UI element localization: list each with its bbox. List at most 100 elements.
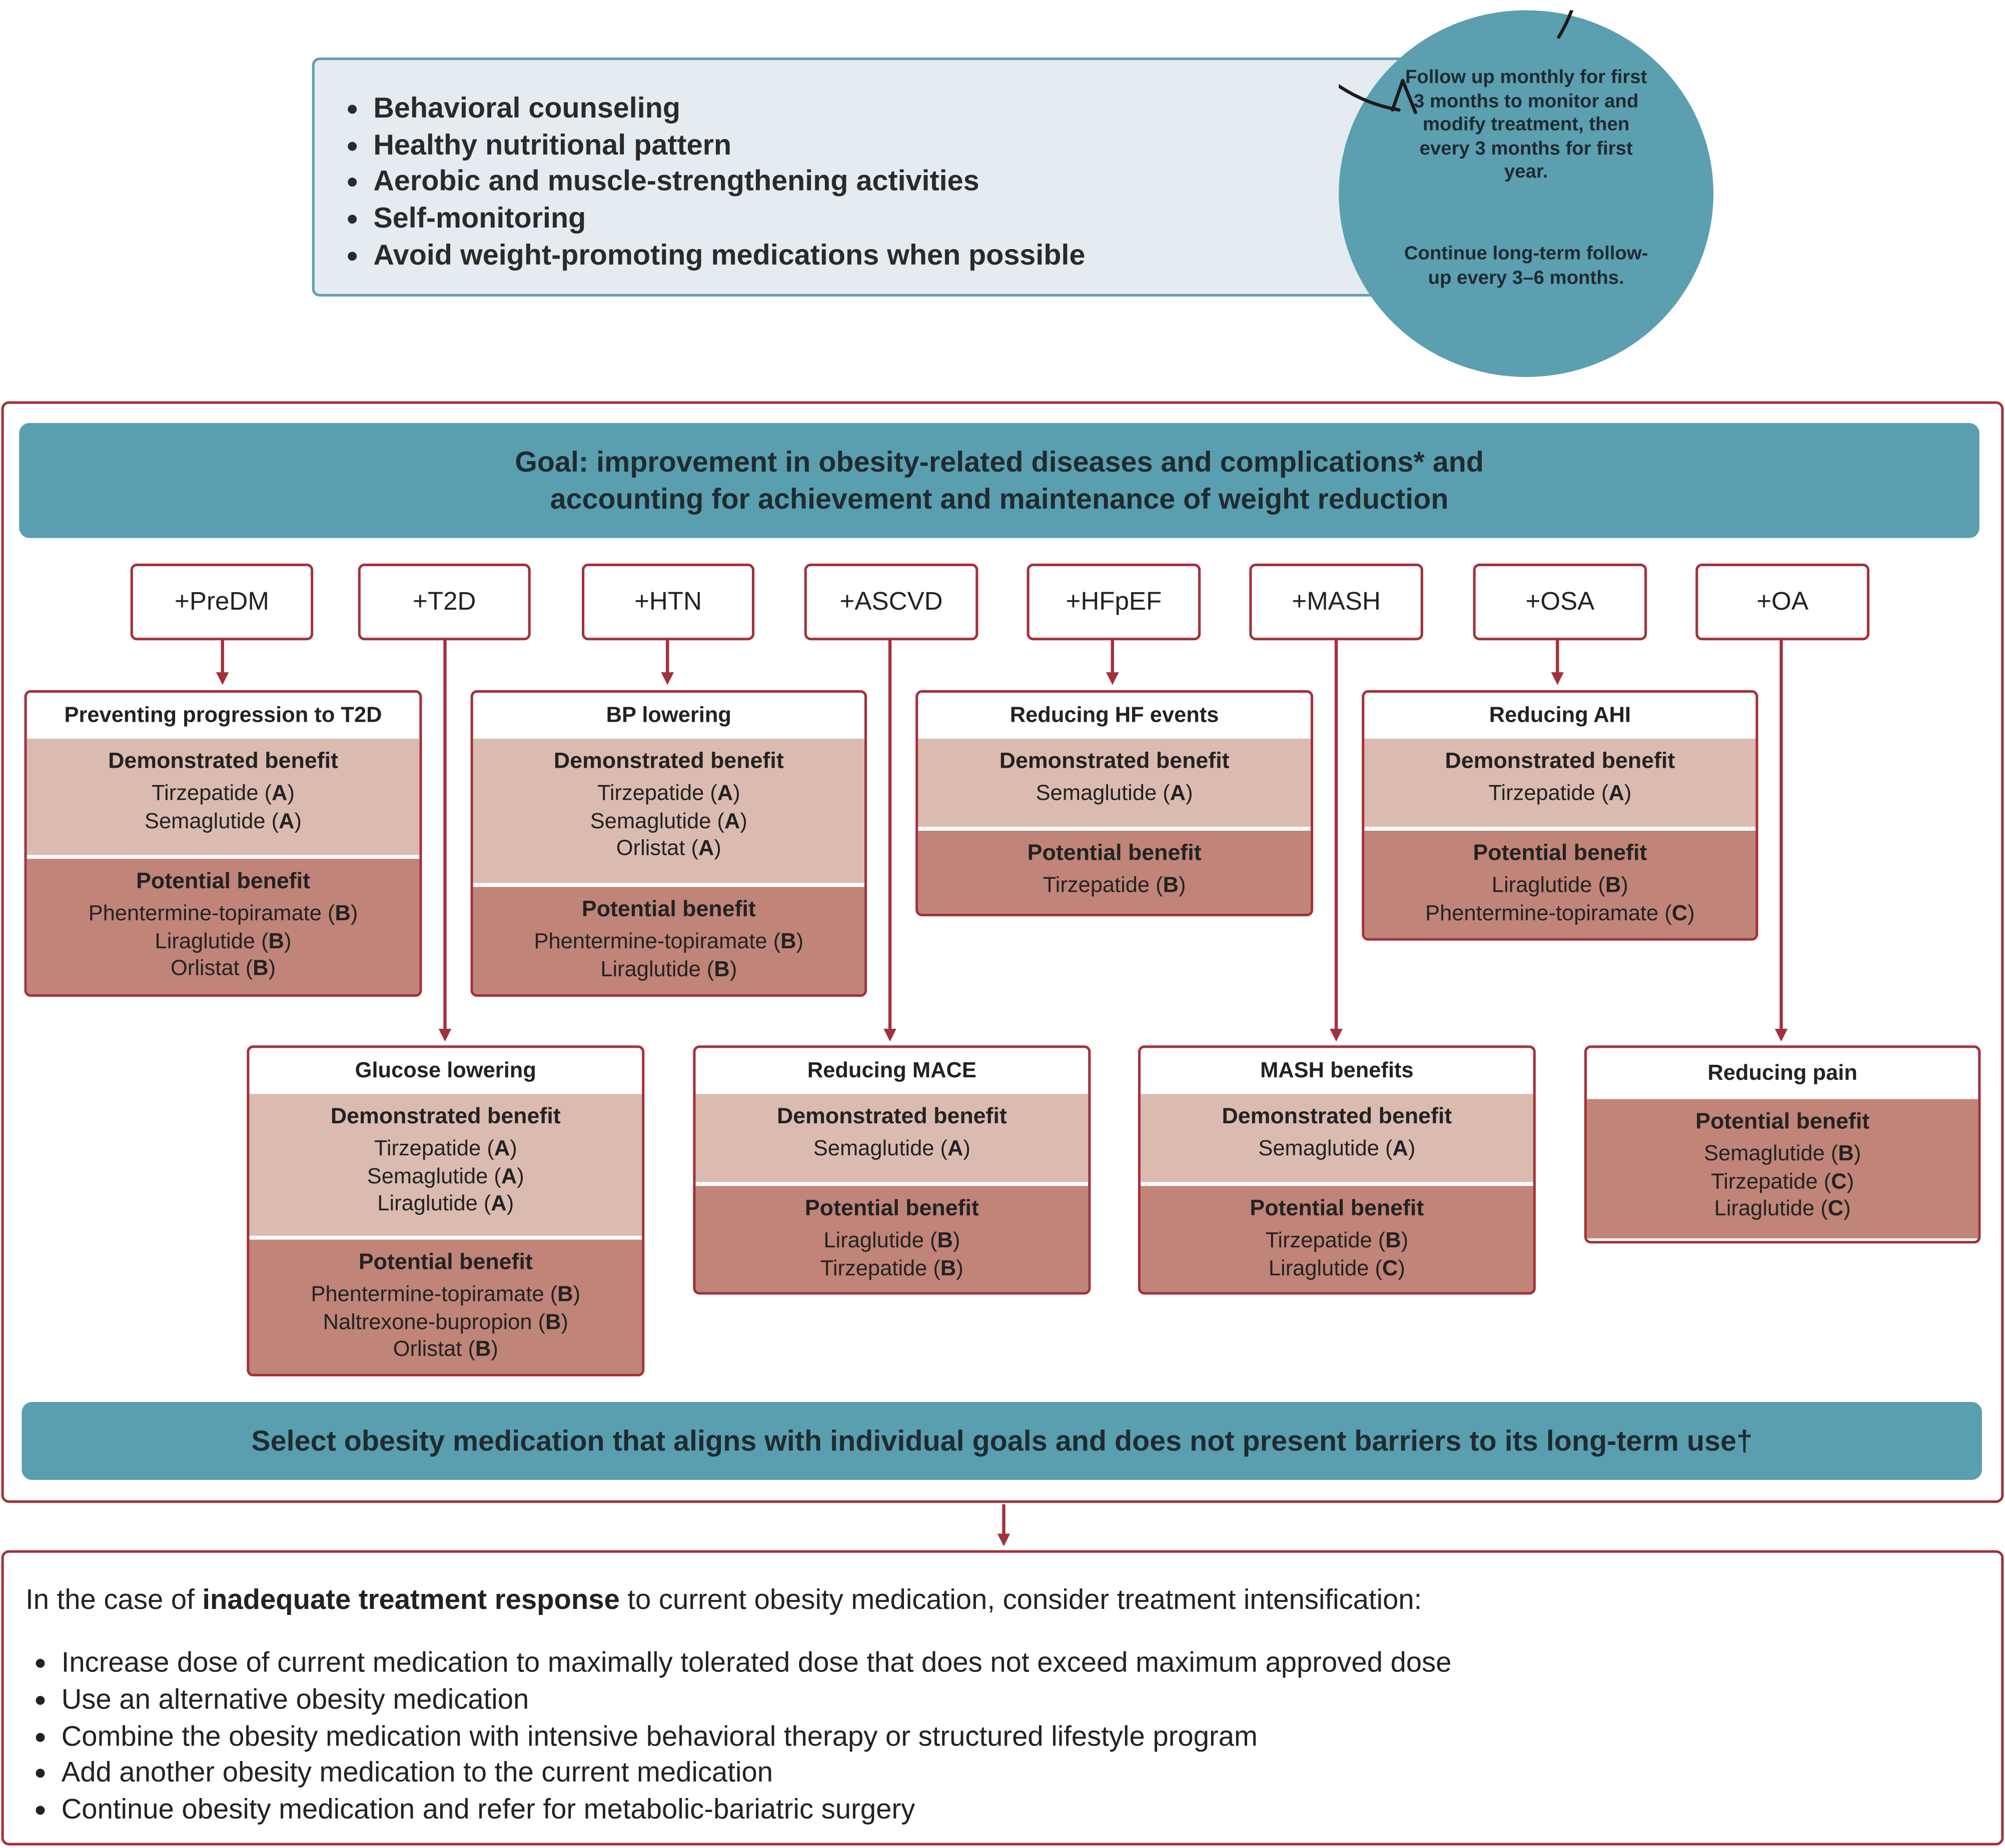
- condition-tag-t2d: +T2D: [358, 563, 531, 641]
- demonstrated-heading: Demonstrated benefit: [1445, 747, 1675, 773]
- drug-line: Semaglutide (A): [367, 1163, 524, 1188]
- potential-section: Potential benefit Liraglutide (B) Phente…: [1364, 830, 1756, 938]
- drug-line: Phentermine-topiramate (B): [534, 929, 804, 954]
- potential-section: Potential benefit Phentermine-topiramate…: [27, 859, 420, 995]
- potential-heading: Potential benefit: [1250, 1195, 1424, 1221]
- drug-line: Phentermine-topiramate (C): [1425, 900, 1695, 925]
- drug-line: Phentermine-topiramate (B): [311, 1281, 581, 1306]
- intensification-intro: In the case of inadequate treatment resp…: [26, 1583, 1422, 1615]
- drug-line: Semaglutide (B): [1704, 1141, 1861, 1166]
- drug-line: Tirzepatide (A): [597, 781, 740, 805]
- drug-line: Liraglutide (B): [1491, 873, 1628, 897]
- drug-line: Tirzepatide (C): [1711, 1168, 1854, 1193]
- outcome-title: Reducing pain: [1707, 1060, 1857, 1085]
- divider: [473, 883, 864, 887]
- lifestyle-item: Healthy nutritional pattern: [373, 128, 1428, 164]
- drug-line: Semaglutide (A): [1036, 781, 1193, 805]
- outcome-title: Reducing MACE: [807, 1058, 976, 1083]
- outcome-title: BP lowering: [606, 703, 732, 727]
- drug-line: Tirzepatide (A): [152, 781, 295, 805]
- drug-line: Liraglutide (C): [1268, 1255, 1405, 1280]
- drug-line: Tirzepatide (A): [1488, 781, 1632, 805]
- potential-heading: Potential benefit: [1695, 1108, 1870, 1134]
- demonstrated-section: Demonstrated benefit Semaglutide (A): [695, 1094, 1089, 1182]
- condition-tag-ascvd: +ASCVD: [804, 563, 978, 641]
- drug-line: Tirzepatide (B): [1265, 1228, 1409, 1253]
- demonstrated-section: Demonstrated benefit Semaglutide (A): [1141, 1094, 1533, 1182]
- drug-line: Semaglutide (A): [1258, 1136, 1416, 1161]
- outcome-box-ascvd: Reducing MACE Demonstrated benefit Semag…: [693, 1045, 1091, 1295]
- drug-line: Orlistat (B): [393, 1336, 498, 1361]
- potential-heading: Potential benefit: [358, 1248, 533, 1274]
- demonstrated-heading: Demonstrated benefit: [108, 747, 338, 773]
- intensification-item: Increase dose of current medication to m…: [62, 1645, 1452, 1682]
- outcome-box-osa: Reducing AHI Demonstrated benefit Tirzep…: [1362, 690, 1758, 941]
- condition-tag-osa: +OSA: [1473, 563, 1647, 641]
- intensification-item: Use an alternative obesity medication: [62, 1681, 1452, 1718]
- condition-tag-hfpef: +HFpEF: [1027, 563, 1201, 641]
- lifestyle-item: Aerobic and muscle-strengthening activit…: [373, 164, 1428, 201]
- demonstrated-heading: Demonstrated benefit: [999, 747, 1230, 773]
- potential-section: Potential benefit Phentermine-topiramate…: [249, 1239, 642, 1374]
- drug-line: Naltrexone-bupropion (B): [323, 1309, 568, 1334]
- followup-circle: Follow up monthly for first 3 months to …: [1339, 10, 1714, 377]
- outcome-title: Preventing progression to T2D: [64, 703, 382, 727]
- lifestyle-list: Behavioral counseling Healthy nutritiona…: [315, 60, 1428, 274]
- drug-line: Semaglutide (A): [813, 1136, 970, 1161]
- followup-text-2: Continue long-term follow-up every 3–6 m…: [1404, 243, 1648, 289]
- drug-line: Phentermine-topiramate (B): [88, 901, 358, 926]
- outcome-title: Glucose lowering: [355, 1058, 536, 1083]
- drug-line: Liraglutide (C): [1714, 1196, 1851, 1221]
- drug-line: Orlistat (B): [170, 956, 276, 980]
- demonstrated-heading: Demonstrated benefit: [776, 1103, 1007, 1129]
- outcome-title: MASH benefits: [1260, 1058, 1414, 1083]
- demonstrated-section: Demonstrated benefit Tirzepatide (A) Sem…: [249, 1094, 642, 1236]
- lifestyle-panel: Behavioral counseling Healthy nutritiona…: [312, 57, 1431, 297]
- potential-section: Potential benefit Phentermine-topiramate…: [473, 887, 864, 995]
- divider: [695, 1182, 1089, 1186]
- intensification-panel: In the case of inadequate treatment resp…: [1, 1550, 2004, 1845]
- outcome-title: Reducing HF events: [1010, 703, 1219, 727]
- drug-line: Liraglutide (B): [823, 1228, 960, 1253]
- outcome-box-hfpef: Reducing HF events Demonstrated benefit …: [915, 690, 1314, 917]
- potential-section: Potential benefit Liraglutide (B) Tirzep…: [695, 1186, 1089, 1292]
- demonstrated-heading: Demonstrated benefit: [1222, 1103, 1452, 1129]
- demonstrated-section: Demonstrated benefit Tirzepatide (A) Sem…: [27, 738, 420, 855]
- drug-line: Liraglutide (A): [377, 1191, 514, 1216]
- divider: [918, 827, 1311, 831]
- demonstrated-section: Demonstrated benefit Tirzepatide (A): [1364, 738, 1756, 827]
- outcome-box-oa: Reducing pain Potential benefit Semaglut…: [1584, 1045, 1981, 1244]
- intensification-item: Continue obesity medication and refer fo…: [62, 1792, 1452, 1829]
- outcome-box-htn: BP lowering Demonstrated benefit Tirzepa…: [470, 690, 867, 997]
- potential-section: Potential benefit Tirzepatide (B): [918, 830, 1311, 914]
- drug-line: Tirzepatide (A): [374, 1136, 517, 1161]
- goal-line-1: Goal: improvement in obesity-related dis…: [515, 446, 1484, 478]
- condition-tag-htn: +HTN: [582, 563, 755, 641]
- drug-line: Liraglutide (B): [600, 956, 737, 981]
- demonstrated-heading: Demonstrated benefit: [330, 1103, 561, 1129]
- potential-section: Potential benefit Tirzepatide (B) Liragl…: [1141, 1186, 1533, 1292]
- drug-line: Tirzepatide (B): [820, 1255, 963, 1280]
- drug-line: Semaglutide (A): [590, 808, 747, 833]
- lifestyle-item: Avoid weight-promoting medications when …: [373, 238, 1428, 274]
- drug-line: Orlistat (A): [616, 836, 721, 860]
- intensification-list: Increase dose of current medication to m…: [4, 1645, 1452, 1829]
- potential-heading: Potential benefit: [136, 868, 311, 894]
- drug-line: Tirzepatide (B): [1043, 873, 1186, 897]
- goal-line-2: accounting for achievement and maintenan…: [550, 483, 1449, 515]
- condition-tag-oa: +OA: [1695, 563, 1870, 641]
- condition-tag-predm: +PreDM: [130, 563, 314, 641]
- potential-section: Potential benefit Semaglutide (B) Tirzep…: [1587, 1099, 1978, 1239]
- demonstrated-heading: Demonstrated benefit: [553, 747, 784, 773]
- intensification-item: Combine the obesity medication with inte…: [62, 1718, 1452, 1755]
- outcome-title: Reducing AHI: [1489, 703, 1631, 727]
- divider: [27, 855, 420, 859]
- intensification-item: Add another obesity medication to the cu…: [62, 1755, 1452, 1792]
- drug-line: Semaglutide (A): [144, 808, 302, 833]
- demonstrated-section: Demonstrated benefit Semaglutide (A): [918, 738, 1311, 827]
- goal-banner: Goal: improvement in obesity-related dis…: [19, 423, 1979, 538]
- outcome-box-predm: Preventing progression to T2D Demonstrat…: [24, 690, 422, 997]
- drug-line: Liraglutide (B): [155, 928, 292, 953]
- lifestyle-item: Behavioral counseling: [373, 91, 1428, 127]
